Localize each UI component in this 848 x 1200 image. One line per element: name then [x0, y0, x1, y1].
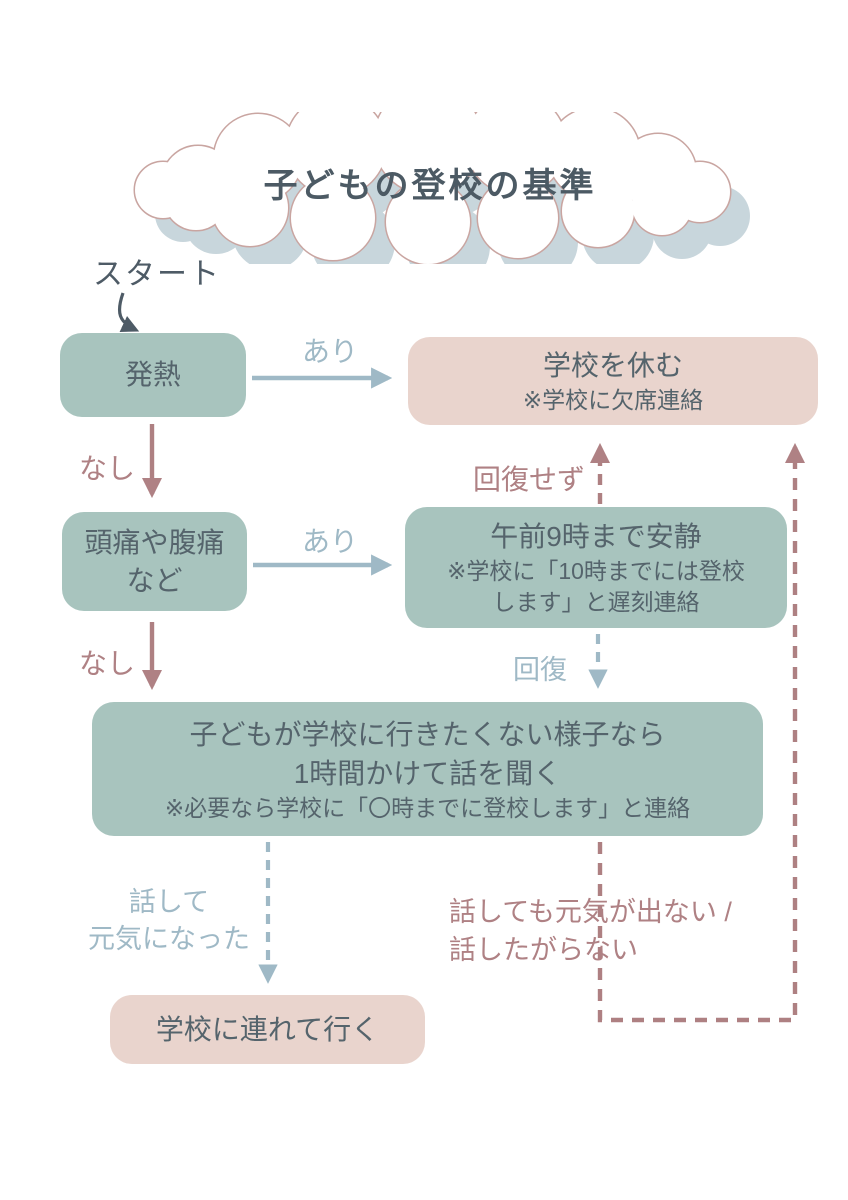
edge-label-yes-2: あり: [302, 526, 359, 557]
node-headache-line2: など: [126, 564, 183, 596]
node-talk-line1: 子どもが学校に行きたくない様子なら: [189, 718, 666, 750]
edge-label-cheered-up-line2: 元気になった: [88, 924, 250, 954]
node-headache: 頭痛や腹痛 など: [62, 512, 247, 611]
edge-label-cheered-up: 話して 元気になった: [84, 884, 254, 958]
node-skip-school-note: ※学校に欠席連絡: [522, 386, 704, 413]
page-title: 子どもの登校の基準: [263, 167, 597, 205]
node-rest-quiet: 午前9時まで安静 ※学校に「10時までには登校 します」と遅刻連絡: [405, 507, 787, 628]
node-rest-quiet-note2: します」と遅刻連絡: [492, 588, 700, 615]
edge-label-not-cheered-line1: 話しても元気が出ない /: [449, 897, 732, 927]
node-fever-label: 発熱: [124, 359, 181, 390]
cloud-shape: [133, 112, 750, 264]
edge-label-cheered-up-line1: 話して: [128, 887, 210, 917]
edge-label-recovered: 回復: [513, 655, 567, 685]
node-rest-quiet-title: 午前9時まで安静: [490, 520, 702, 552]
node-take-to-school: 学校に連れて行く: [110, 995, 425, 1064]
node-talk-line2: 1時間かけて話を聞く: [293, 757, 562, 789]
edge-label-not-recovered: 回復せず: [473, 464, 586, 495]
node-skip-school-title: 学校を休む: [542, 349, 683, 381]
start-arrow: [117, 292, 140, 332]
edge-label-not-cheered: 話しても元気が出ない / 話したがらない: [449, 893, 732, 969]
node-talk-note: ※必要なら学校に「〇時までに登校します」と連絡: [164, 794, 691, 821]
node-fever: 発熱: [60, 333, 246, 417]
edge-label-no-1: なし: [79, 453, 136, 484]
edge-label-no-2: なし: [79, 648, 136, 679]
node-take-to-school-label: 学校に連れて行く: [155, 1013, 380, 1045]
node-skip-school: 学校を休む ※学校に欠席連絡: [408, 337, 818, 425]
node-talk: 子どもが学校に行きたくない様子なら 1時間かけて話を聞く ※必要なら学校に「〇時…: [92, 702, 763, 836]
edge-label-not-cheered-line2: 話したがらない: [449, 935, 638, 965]
node-rest-quiet-note1: ※学校に「10時までには登校: [447, 557, 745, 584]
cloud-body: [135, 112, 730, 264]
node-headache-line1: 頭痛や腹痛: [84, 526, 225, 558]
arrow-not-cheered-loop: [597, 442, 806, 1023]
edge-label-yes-1: あり: [302, 336, 359, 367]
start-label: スタート: [93, 258, 221, 291]
